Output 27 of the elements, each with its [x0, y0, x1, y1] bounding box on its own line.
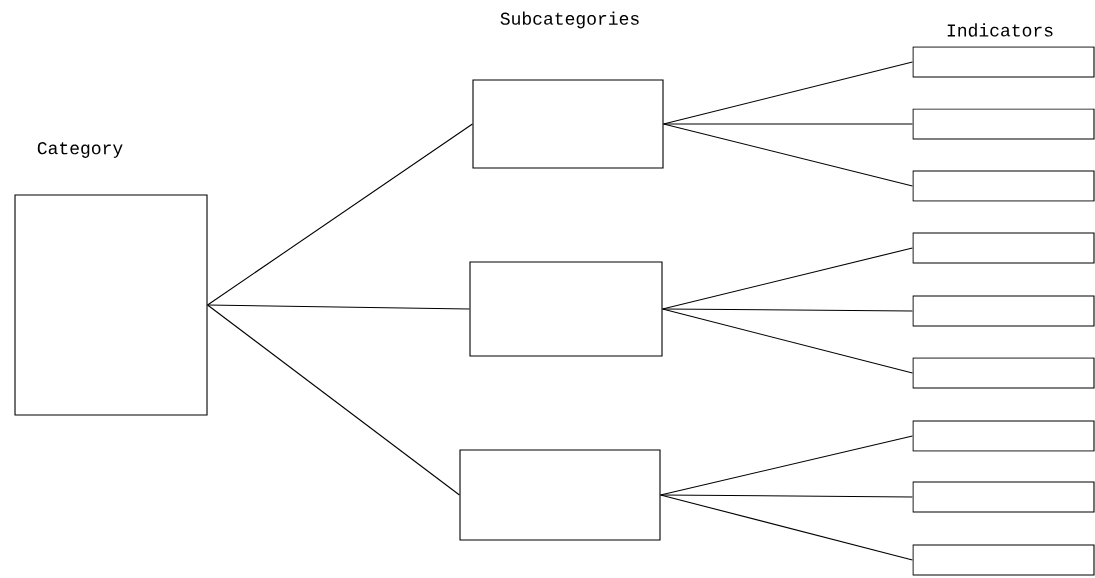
column-heading: Category: [37, 142, 123, 158]
connector-line: [207, 123, 473, 306]
box: [469, 261, 663, 357]
connector-line: [662, 308, 913, 374]
connector-line: [660, 494, 913, 498]
connector-line: [660, 435, 913, 496]
box: [912, 46, 1095, 78]
connector-line: [207, 304, 460, 496]
connector-line: [660, 494, 913, 561]
box: [912, 357, 1095, 389]
box: [912, 544, 1095, 576]
connector-line: [663, 123, 913, 187]
box: [459, 449, 661, 541]
connector-line: [662, 308, 913, 312]
box: [912, 420, 1095, 452]
box: [912, 232, 1095, 264]
box: [912, 108, 1095, 140]
box: [912, 481, 1095, 513]
box: [14, 194, 208, 416]
box: [912, 295, 1095, 327]
box: [912, 170, 1095, 202]
connector-line: [207, 304, 470, 310]
column-heading: Subcategories: [500, 11, 639, 29]
connector-line: [663, 61, 913, 125]
box: [472, 79, 664, 169]
connector-line: [662, 247, 913, 310]
connector-line: [663, 123, 913, 125]
